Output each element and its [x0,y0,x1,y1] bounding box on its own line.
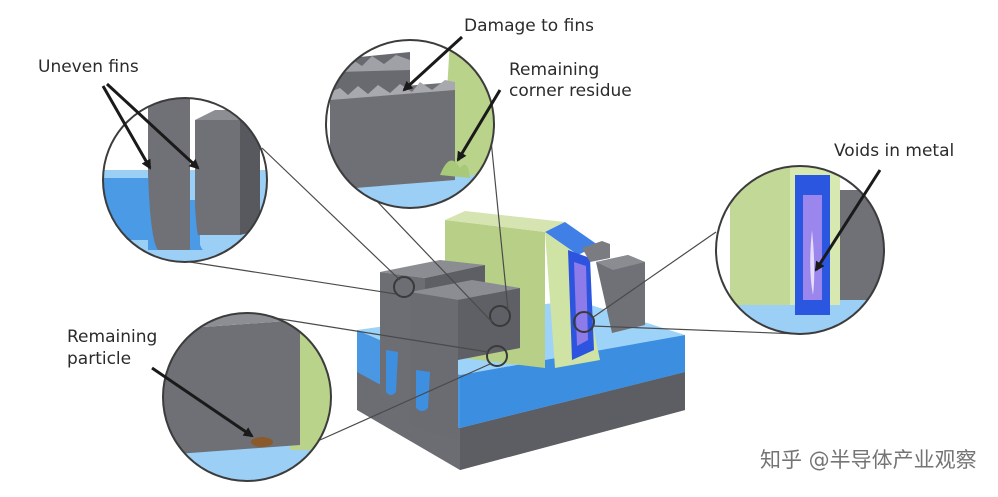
gate-spacer-top [445,211,565,232]
arrows [101,35,882,438]
right-fin-top [596,255,645,270]
oxide-front [460,335,685,428]
label-remaining-particle-2: particle [67,349,132,369]
callout-marker-uneven-fins [393,276,415,298]
arrow-uneven-fins-2 [105,82,200,170]
gate-liner-top [545,222,598,255]
right-fin-back [582,241,610,262]
callout-marker-particle [486,345,508,367]
callout-marker-damage [489,305,511,327]
label-remaining-corner-residue-2: corner residue [509,81,632,101]
substrate-base-front [460,372,685,470]
label-remaining-corner-residue-1: Remaining [509,60,600,80]
arrow-damage-to-fins [402,35,464,92]
watermark: 知乎 @半导体产业观察 [760,448,977,472]
label-remaining-particle-1: Remaining [67,327,158,347]
callout-marker-voids [573,311,595,333]
metal-void [574,262,588,346]
label-uneven-fins: Uneven fins [38,57,139,77]
right-fin-front [596,255,645,333]
central-device [357,211,685,470]
zoom-remaining-particle [162,312,332,482]
arrow-uneven-fins-1 [101,85,152,170]
zoom-voids-in-metal [715,165,885,335]
left-trench [386,350,398,395]
left-fin-front-face [410,292,458,440]
arrow-remaining-particle [151,366,254,438]
label-damage-to-fins: Damage to fins [464,16,594,36]
arrow-corner-residue [456,89,502,162]
left-fin-back-top [380,260,485,278]
connector-lines [189,129,801,441]
particle [251,437,273,447]
zoom-damage-residue [325,39,495,209]
label-voids-in-metal: Voids in metal [834,141,955,161]
left-trench-2 [416,370,430,411]
zoom-uneven-fins [102,97,268,263]
arrow-voids-in-metal [814,169,882,272]
left-fin-front-top [410,280,520,300]
